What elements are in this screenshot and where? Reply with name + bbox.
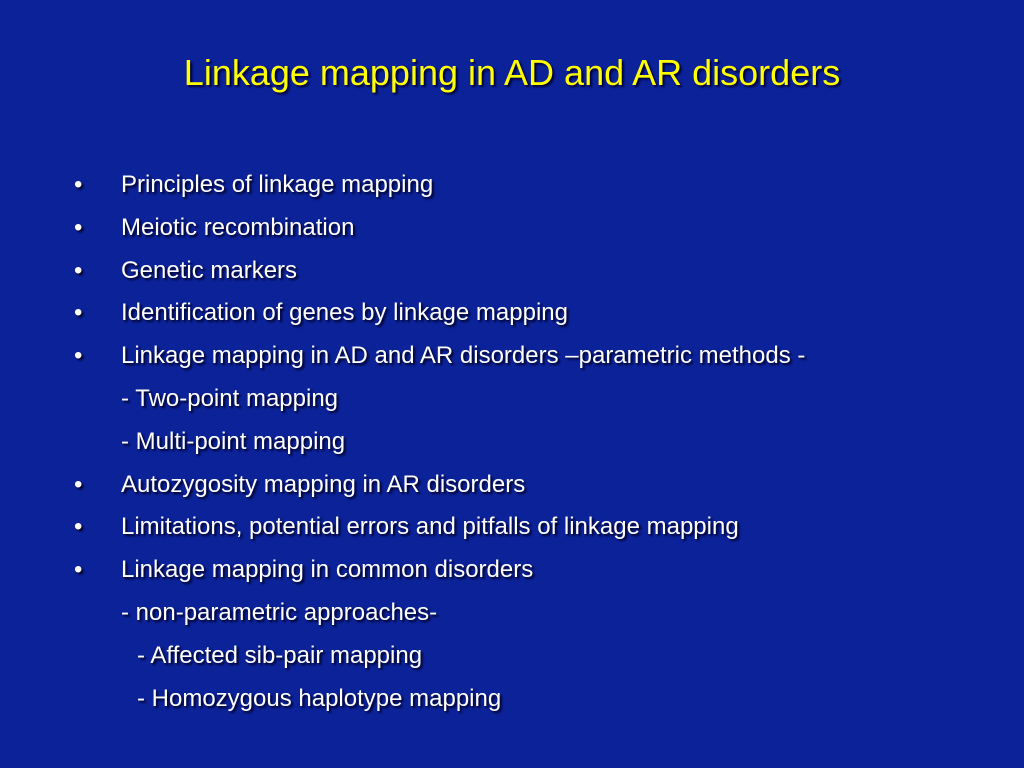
sub-sub-list-item: - Homozygous haplotype mapping bbox=[74, 678, 994, 721]
list-item: • Limitations, potential errors and pitf… bbox=[74, 506, 994, 549]
list-item: • Genetic markers bbox=[74, 250, 994, 293]
sub-sub-list-item-text: - Homozygous haplotype mapping bbox=[137, 684, 502, 712]
bullet-icon: • bbox=[74, 342, 83, 370]
bullet-icon: • bbox=[74, 213, 83, 241]
sub-list-item: - non-parametric approaches- bbox=[74, 592, 994, 635]
bullet-icon: • bbox=[74, 470, 83, 498]
list-item-text: Meiotic recombination bbox=[121, 213, 355, 241]
list-item: • Identification of genes by linkage map… bbox=[74, 292, 994, 335]
sub-list-item-text: - Two-point mapping bbox=[121, 384, 339, 412]
bullet-icon: • bbox=[74, 256, 83, 284]
sub-sub-list-item: - Affected sib-pair mapping bbox=[74, 635, 994, 678]
sub-list-item: - Multi-point mapping bbox=[74, 421, 994, 464]
list-item-text: Principles of linkage mapping bbox=[121, 171, 434, 198]
bullet-icon: • bbox=[74, 171, 83, 198]
list-item: • Meiotic recombination bbox=[74, 207, 994, 250]
list-item-text: Linkage mapping in common disorders bbox=[121, 556, 534, 584]
list-item-text: Identification of genes by linkage mappi… bbox=[121, 299, 568, 327]
bullet-icon: • bbox=[74, 556, 83, 584]
sub-sub-list-item-text: - Affected sib-pair mapping bbox=[137, 641, 423, 669]
bullet-icon: • bbox=[74, 513, 83, 541]
bullet-list: • Principles of linkage mapping • Meioti… bbox=[74, 164, 994, 720]
list-item-text: Linkage mapping in AD and AR disorders –… bbox=[121, 342, 806, 370]
sub-list-item-text: - non-parametric approaches- bbox=[121, 598, 438, 626]
sub-list-item-text: - Multi-point mapping bbox=[121, 427, 346, 455]
list-item-text: Genetic markers bbox=[121, 256, 298, 284]
bullet-icon: • bbox=[74, 299, 83, 327]
list-item: • Principles of linkage mapping bbox=[74, 164, 994, 207]
list-item: • Autozygosity mapping in AR disorders bbox=[74, 464, 994, 507]
slide-title: Linkage mapping in AD and AR disorders bbox=[183, 52, 841, 93]
list-item-text: Autozygosity mapping in AR disorders bbox=[121, 470, 526, 498]
sub-list-item: - Two-point mapping bbox=[74, 378, 994, 421]
list-item: • Linkage mapping in AD and AR disorders… bbox=[74, 335, 994, 378]
list-item: • Linkage mapping in common disorders bbox=[74, 549, 994, 592]
list-item-text: Limitations, potential errors and pitfal… bbox=[121, 513, 739, 541]
